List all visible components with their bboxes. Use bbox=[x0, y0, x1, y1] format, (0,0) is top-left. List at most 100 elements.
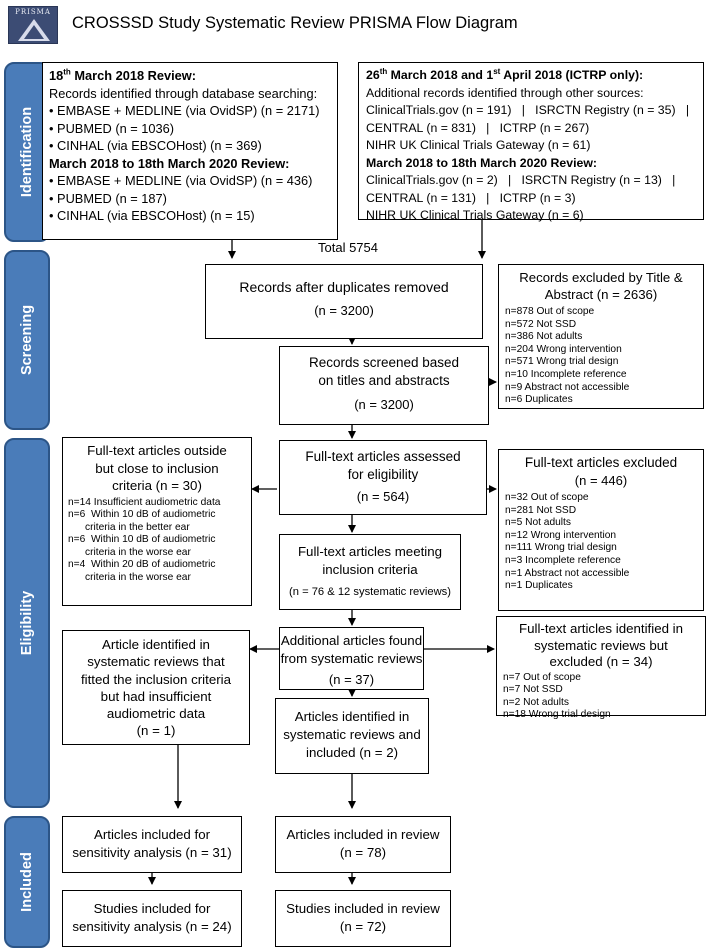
db-item: • CINHAL (via EBSCOHost) (n = 15) bbox=[49, 208, 255, 223]
outside-header-line: criteria (n = 30) bbox=[112, 478, 202, 493]
other-line: ClinicalTrials.gov (n = 191) | ISRCTN Re… bbox=[366, 103, 690, 117]
excluded-item: n=571 Wrong trial design bbox=[505, 356, 619, 368]
db-title-2-text: March 2018 to 18th March 2020 Review: bbox=[49, 155, 290, 171]
excluded-item: n=10 Incomplete reference bbox=[505, 368, 627, 380]
other-title-1: 26th March 2018 and 1st April 2018 (ICTR… bbox=[366, 67, 696, 85]
db-item: • EMBASE + MEDLINE (via OvidSP) (n = 436… bbox=[49, 173, 313, 188]
outside-item: n=6 Within 10 dB of audiometric bbox=[68, 534, 216, 546]
sr-insufficient-line: but had insufficient bbox=[100, 688, 212, 704]
other-title-1-a-sup: th bbox=[379, 66, 388, 76]
sr-included-box: Articles identified in systematic review… bbox=[275, 698, 429, 774]
excluded-title-abstract-box: Records excluded by Title & Abstract (n … bbox=[498, 264, 704, 409]
stage-included: Included bbox=[4, 816, 50, 948]
excluded-title-header-line: Records excluded by Title & bbox=[519, 270, 683, 285]
additional-line: from systematic reviews bbox=[280, 650, 423, 666]
excluded-item: n=572 Not SSD bbox=[505, 318, 577, 330]
review-studies-box: Studies included in review (n = 72) bbox=[275, 890, 451, 947]
ft-excluded-item: n=281 Not SSD bbox=[505, 504, 577, 516]
db-title-1: 18th March 2018 Review: bbox=[49, 67, 331, 85]
sr-included-line: included (n = 2) bbox=[305, 745, 399, 760]
ft-excluded-item: n=111 Wrong trial design bbox=[505, 542, 617, 554]
outside-header-line: but close to inclusion bbox=[95, 460, 219, 476]
prisma-logo: PRISMA bbox=[8, 6, 58, 44]
db-item: • EMBASE + MEDLINE (via OvidSP) (n = 217… bbox=[49, 103, 320, 118]
sr-excluded-header-line: systematic reviews but bbox=[534, 637, 668, 653]
meeting-criteria-box: Full-text articles meeting inclusion cri… bbox=[279, 534, 461, 610]
stage-screening: Screening bbox=[4, 250, 50, 430]
excluded-item: n=386 Not adults bbox=[505, 331, 583, 343]
other-intro: Additional records identified through ot… bbox=[366, 85, 644, 100]
ft-excluded-item: n=3 Incomplete reference bbox=[505, 554, 621, 566]
fulltext-excluded-box: Full-text articles excluded (n = 446) n=… bbox=[498, 449, 704, 611]
assessed-eligibility-box: Full-text articles assessed for eligibil… bbox=[279, 440, 487, 515]
other-title-1-a: 26 bbox=[366, 68, 380, 82]
sens-studies-line: sensitivity analysis (n = 24) bbox=[72, 919, 232, 934]
sr-insufficient-n: (n = 1) bbox=[136, 723, 176, 739]
review-articles-line: Articles included in review bbox=[286, 827, 440, 842]
meeting-n: (n = 76 & 12 systematic reviews) bbox=[289, 586, 451, 598]
excluded-item: n=6 Duplicates bbox=[505, 394, 573, 406]
sr-included-line: systematic reviews and bbox=[283, 727, 421, 742]
db-intro: Records identified through database sear… bbox=[49, 85, 318, 101]
logo-graphic bbox=[18, 19, 50, 41]
additional-articles-box: Additional articles found from systemati… bbox=[279, 627, 424, 690]
sr-excluded-item: n=2 Not adults bbox=[503, 696, 569, 708]
db-title-2: March 2018 to 18th March 2020 Review: bbox=[49, 155, 331, 173]
sr-excluded-item: n=18 Wrong trial design bbox=[503, 709, 611, 721]
ft-excluded-item: n=1 Abstract not accessible bbox=[505, 567, 630, 579]
sr-insufficient-line: systematic reviews that bbox=[87, 654, 225, 670]
sens-articles-line: sensitivity analysis (n = 31) bbox=[72, 845, 232, 860]
sr-excluded-header-line: excluded (n = 34) bbox=[549, 654, 653, 669]
sr-excluded-item: n=7 Out of scope bbox=[503, 671, 581, 683]
db-item: • PUBMED (n = 1036) bbox=[49, 120, 175, 136]
ft-excluded-item: n=1 Duplicates bbox=[505, 580, 573, 592]
screened-line: Records screened based bbox=[308, 355, 460, 370]
other-line: CENTRAL (n = 831) | ICTRP (n = 267) bbox=[366, 120, 590, 135]
review-studies-line: Studies included in review bbox=[286, 901, 440, 916]
sr-insufficient-line: Article identified in bbox=[102, 637, 210, 652]
db-item: • CINHAL (via EBSCOHost) (n = 369) bbox=[49, 138, 262, 153]
other-title-2: March 2018 to 18th March 2020 Review: bbox=[366, 155, 696, 173]
duplicates-removed-label: Records after duplicates removed bbox=[239, 279, 449, 295]
assessed-line: for eligibility bbox=[347, 467, 419, 482]
sr-excluded-item: n=7 Not SSD bbox=[503, 684, 563, 696]
db-title-1-day: 18 bbox=[49, 68, 64, 83]
db-title-1-rest: March 2018 Review: bbox=[70, 68, 196, 83]
sensitivity-studies-box: Studies included for sensitivity analysi… bbox=[62, 890, 242, 947]
ft-excluded-header: Full-text articles excluded bbox=[524, 455, 678, 470]
review-articles-line: (n = 78) bbox=[339, 845, 387, 860]
page-title: CROSSSD Study Systematic Review PRISMA F… bbox=[72, 14, 518, 32]
ft-excluded-item: n=12 Wrong intervention bbox=[505, 529, 617, 541]
other-line: NIHR UK Clinical Trials Gateway (n = 6) bbox=[366, 208, 584, 222]
sr-included-line: Articles identified in bbox=[294, 709, 410, 724]
sr-insufficient-line: fitted the inclusion criteria bbox=[80, 671, 232, 687]
outside-item: n=14 Insufficient audiometric data bbox=[68, 496, 221, 508]
sr-insufficient-line: audiometric data bbox=[106, 706, 206, 722]
logo-text: PRISMA bbox=[15, 8, 51, 16]
database-search-box: 18th March 2018 Review: Records identifi… bbox=[42, 62, 338, 240]
assessed-line: Full-text articles assessed bbox=[305, 449, 461, 464]
assessed-n: (n = 564) bbox=[356, 489, 410, 504]
db-title-1-sup: th bbox=[63, 67, 71, 77]
ft-excluded-item: n=5 Not adults bbox=[505, 517, 571, 529]
other-title-1-b-sup: st bbox=[493, 66, 501, 76]
outside-item: criteria in the worse ear bbox=[68, 572, 191, 584]
duplicates-removed-box: Records after duplicates removed (n = 32… bbox=[205, 264, 483, 339]
outside-item: n=6 Within 10 dB of audiometric bbox=[68, 509, 216, 521]
outside-header-line: Full-text articles outside bbox=[87, 443, 227, 458]
meeting-line: Full-text articles meeting bbox=[297, 544, 443, 559]
other-title-2-text: March 2018 to 18th March 2020 Review: bbox=[366, 155, 598, 170]
outside-item: n=4 Within 20 dB of audiometric bbox=[68, 559, 216, 571]
other-title-1-b: March 2018 and 1 bbox=[387, 68, 494, 82]
other-line: ClinicalTrials.gov (n = 2) | ISRCTN Regi… bbox=[366, 173, 676, 187]
sensitivity-articles-box: Articles included for sensitivity analys… bbox=[62, 816, 242, 873]
other-sources-box: 26th March 2018 and 1st April 2018 (ICTR… bbox=[358, 62, 704, 222]
duplicates-removed-n: (n = 3200) bbox=[314, 303, 374, 318]
outside-item: criteria in the better ear bbox=[68, 521, 190, 533]
other-line: NIHR UK Clinical Trials Gateway (n = 61) bbox=[366, 138, 591, 152]
sr-excluded-header-line: Full-text articles identified in bbox=[518, 621, 684, 636]
other-line: CENTRAL (n = 131) | ICTRP (n = 3) bbox=[366, 190, 576, 205]
sr-excluded-box: Full-text articles identified in systema… bbox=[496, 616, 706, 720]
total-count: Total 5754 bbox=[318, 240, 378, 255]
outside-item: criteria in the worse ear bbox=[68, 546, 191, 558]
